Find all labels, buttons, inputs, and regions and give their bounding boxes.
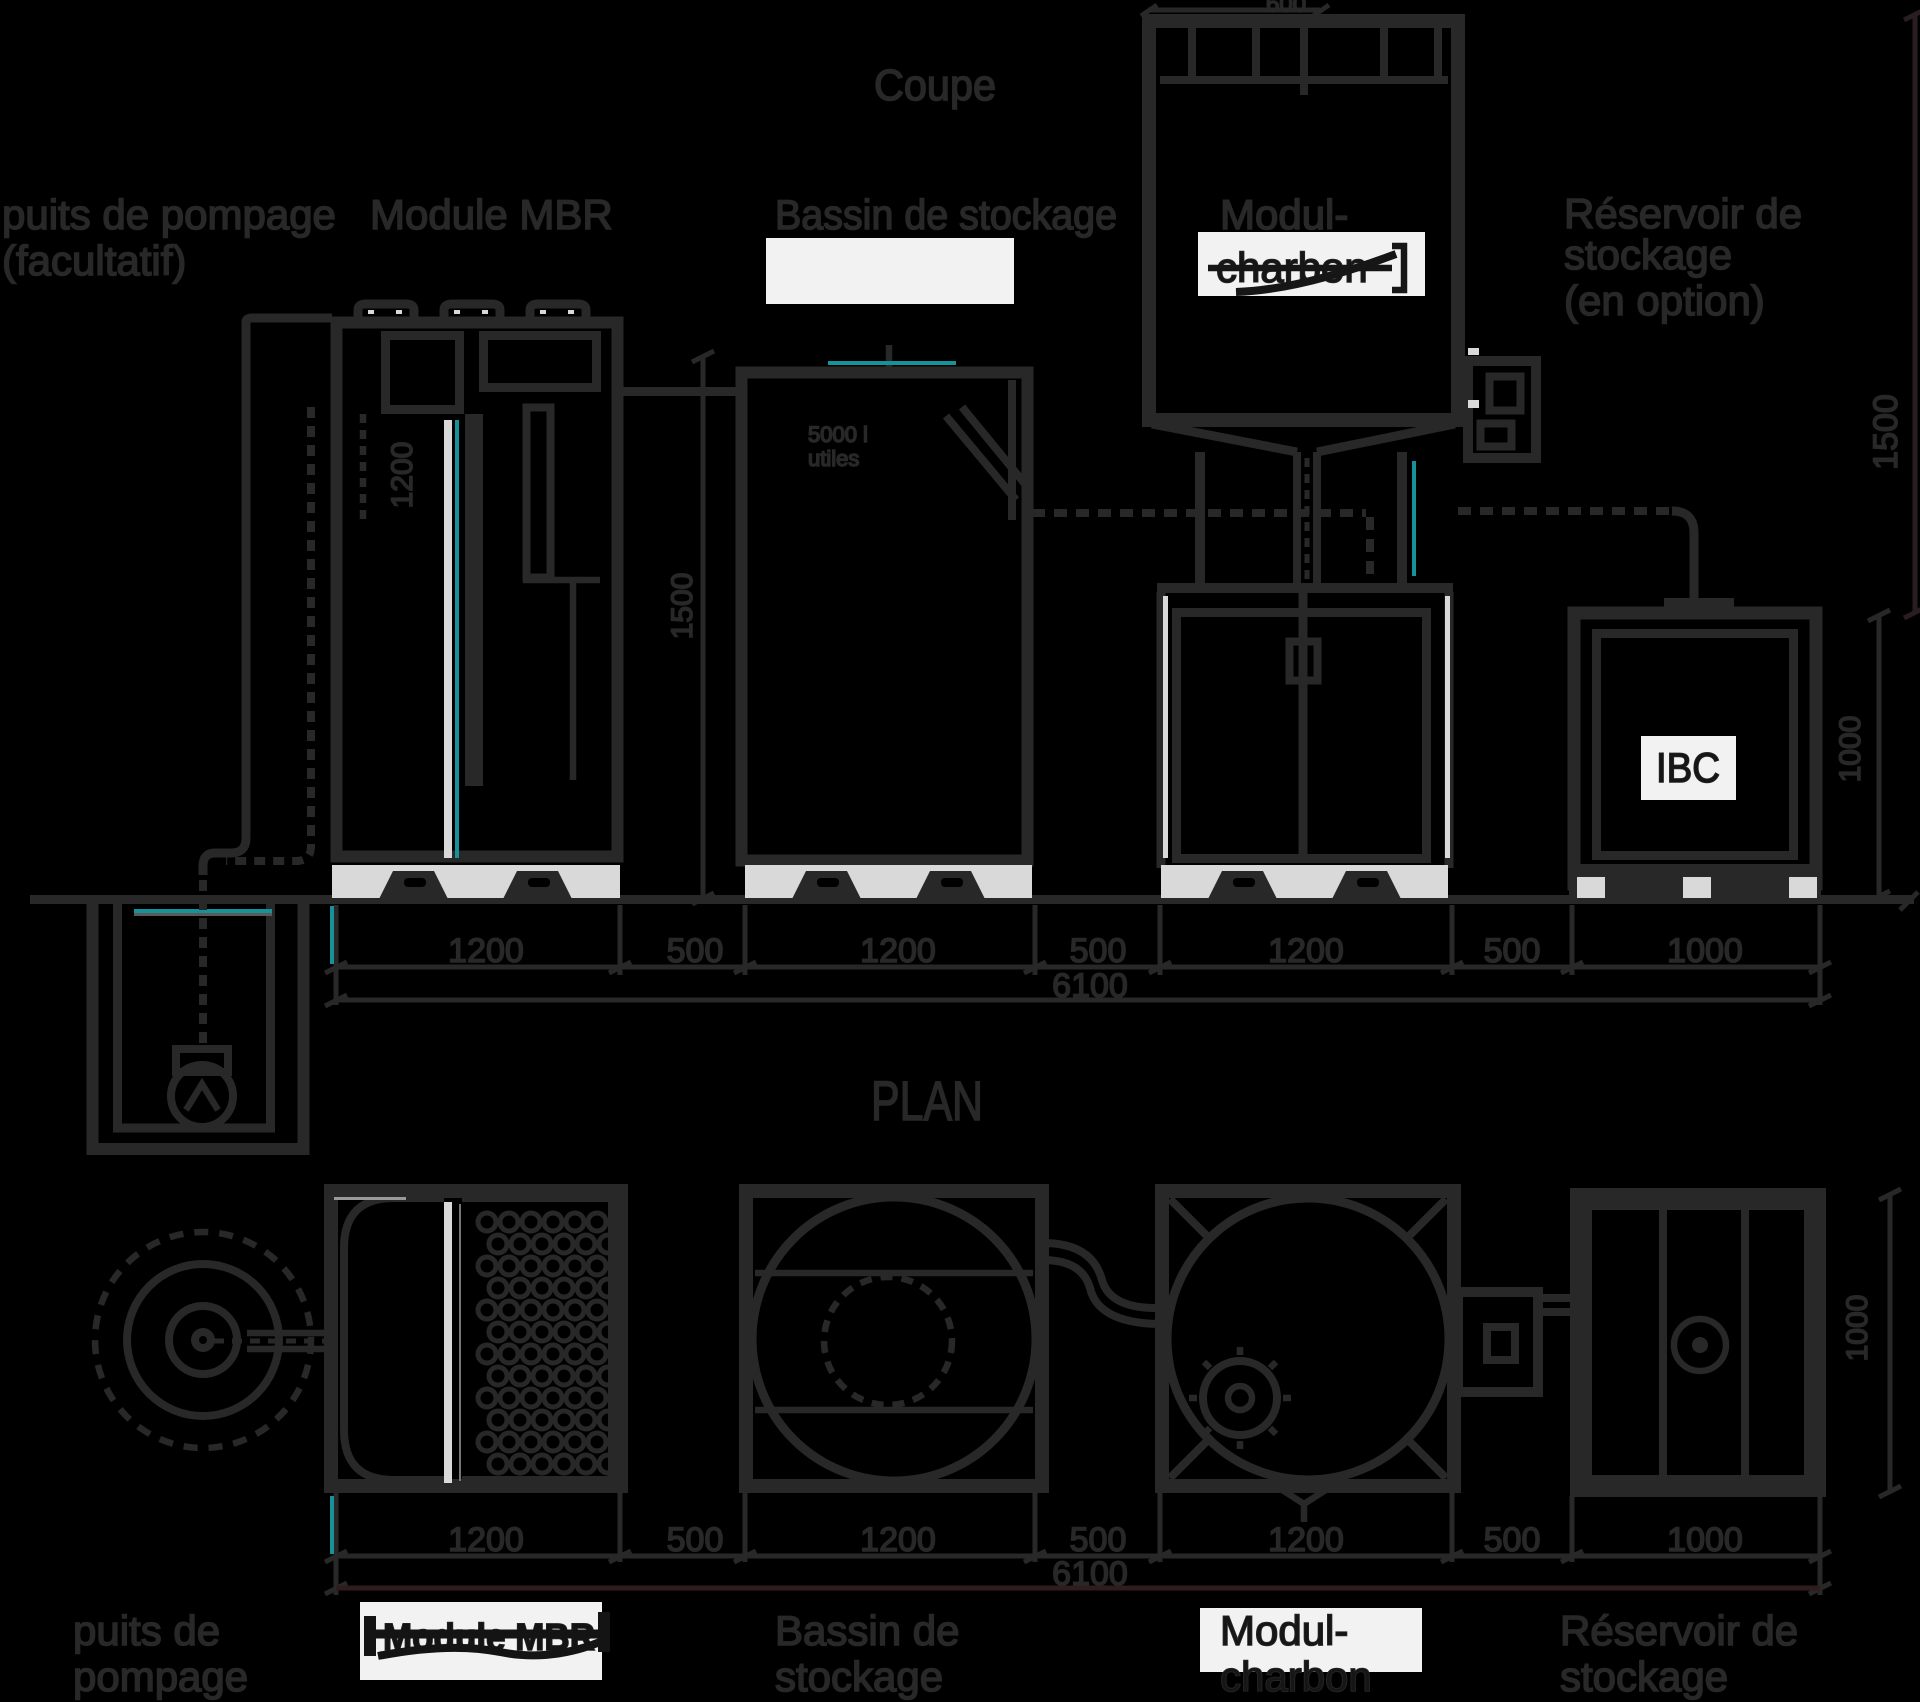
- svg-text:1200: 1200: [1268, 1521, 1344, 1559]
- svg-text:stockage: stockage: [1564, 231, 1732, 278]
- svg-text:500: 500: [1070, 932, 1127, 970]
- svg-text:Réservoir de: Réservoir de: [1564, 190, 1802, 237]
- svg-text:1000: 1000: [1834, 716, 1867, 783]
- svg-text:(facultatif): (facultatif): [2, 237, 186, 284]
- svg-text:utiles: utiles: [808, 446, 859, 471]
- svg-text:1000: 1000: [1667, 932, 1743, 970]
- svg-text:Bassin de: Bassin de: [775, 1607, 959, 1654]
- svg-text:5000 l: 5000 l: [808, 422, 868, 447]
- svg-text:puits de: puits de: [73, 1607, 220, 1654]
- svg-text:Modul-: Modul-: [1220, 1607, 1348, 1654]
- svg-text:1000: 1000: [1667, 1521, 1743, 1559]
- svg-text:stockage: stockage: [1560, 1653, 1728, 1700]
- svg-text:1200: 1200: [860, 1521, 936, 1559]
- svg-text:1000: 1000: [1841, 1295, 1874, 1362]
- svg-text:1200: 1200: [860, 932, 936, 970]
- svg-text:Coupe: Coupe: [874, 61, 996, 110]
- svg-text:1200: 1200: [448, 1521, 524, 1559]
- svg-text:1200: 1200: [386, 442, 419, 509]
- svg-text:IBC: IBC: [1656, 744, 1720, 791]
- svg-text:500: 500: [1070, 1521, 1127, 1559]
- svg-text:Bassin de stockage: Bassin de stockage: [775, 191, 1117, 238]
- svg-text:Réservoir de: Réservoir de: [1560, 1607, 1798, 1654]
- svg-text:Module MBR: Module MBR: [370, 191, 613, 238]
- svg-text:1500: 1500: [1867, 394, 1905, 470]
- svg-text:6100: 6100: [1052, 967, 1128, 1005]
- svg-text:(en option): (en option): [1564, 277, 1765, 324]
- svg-text:pompage: pompage: [73, 1653, 248, 1700]
- svg-text:500: 500: [667, 1521, 724, 1559]
- svg-text:500: 500: [667, 932, 724, 970]
- svg-text:Modul-: Modul-: [1220, 191, 1348, 238]
- svg-text:1200: 1200: [448, 932, 524, 970]
- svg-text:stockage: stockage: [775, 1653, 943, 1700]
- svg-text:charbon: charbon: [1220, 1653, 1372, 1700]
- svg-text:500: 500: [1484, 1521, 1541, 1559]
- svg-text:500: 500: [1484, 932, 1541, 970]
- svg-text:600: 600: [1266, 0, 1306, 18]
- svg-text:1500: 1500: [666, 573, 699, 640]
- svg-text:PLAN: PLAN: [871, 1069, 983, 1132]
- svg-text:6100: 6100: [1052, 1555, 1128, 1593]
- svg-text:1200: 1200: [1268, 932, 1344, 970]
- svg-text:puits de pompage: puits de pompage: [2, 191, 336, 238]
